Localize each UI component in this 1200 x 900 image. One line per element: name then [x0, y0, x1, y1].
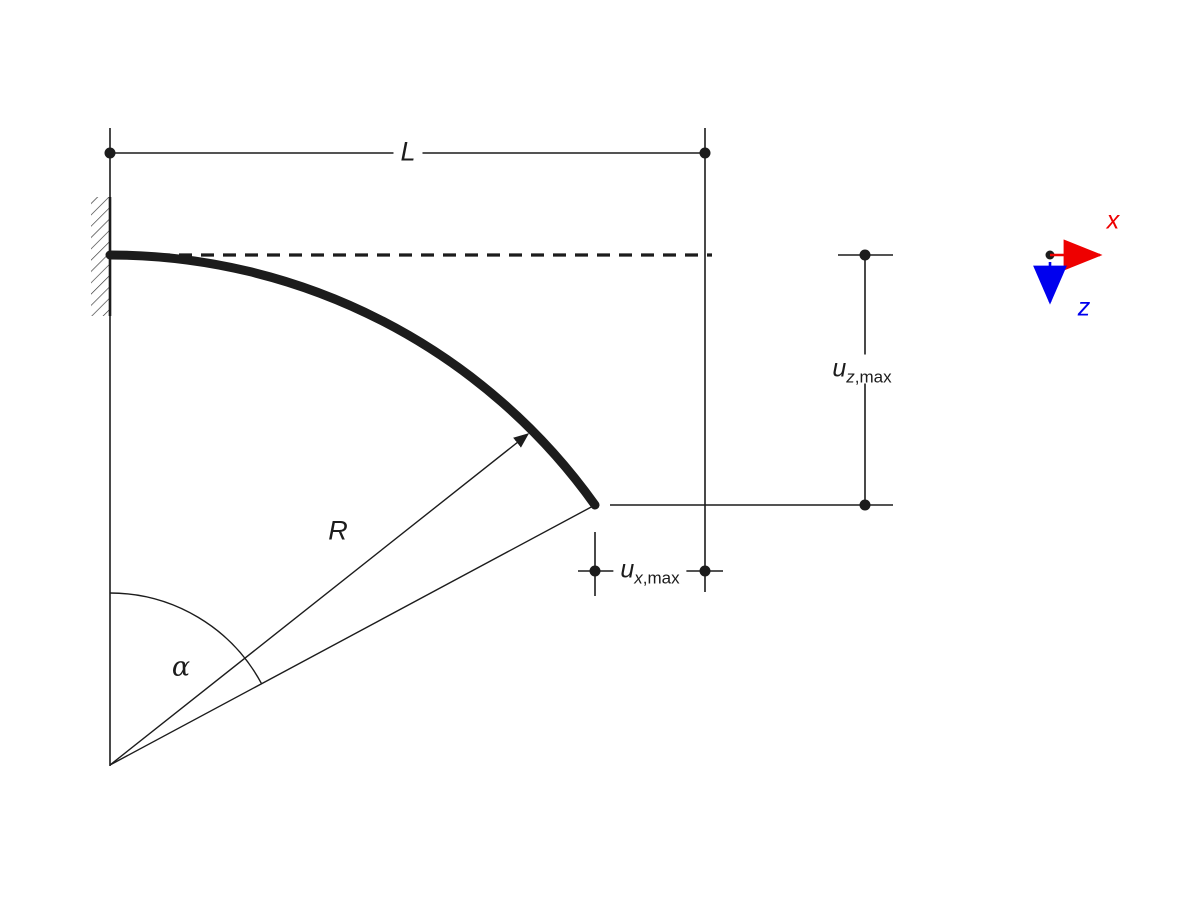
dim-dot-ux-left — [589, 565, 601, 577]
radius-label: R — [328, 515, 348, 546]
uz-sub-text: ,max — [854, 367, 892, 387]
angle-label: α — [171, 651, 191, 683]
fixed-support-hatch — [91, 197, 110, 316]
ux-base: u — [620, 555, 635, 584]
uz-sub-var: z — [846, 367, 855, 387]
axis-x-label: x — [1106, 206, 1120, 235]
angle-arc — [109, 592, 263, 684]
dim-dot-L-right — [699, 147, 711, 159]
ux-sub-var: x — [634, 568, 643, 588]
deflected-beam-arc — [105, 250, 600, 510]
uz-max-label: uz,max — [825, 354, 899, 387]
dim-dot-L-left — [104, 147, 116, 159]
ux-sub-text: ,max — [642, 568, 680, 588]
uz-base: u — [832, 354, 847, 383]
radius-line-to-tip — [109, 504, 596, 766]
length-label: L — [393, 136, 423, 168]
ux-max-label: ux,max — [613, 555, 687, 588]
axis-z-label: z — [1077, 293, 1091, 322]
dim-dot-uz-bottom — [859, 499, 871, 511]
dim-dot-ux-right — [699, 565, 711, 577]
dim-dot-uz-top — [859, 249, 871, 261]
radius-arrow-line — [109, 433, 530, 766]
